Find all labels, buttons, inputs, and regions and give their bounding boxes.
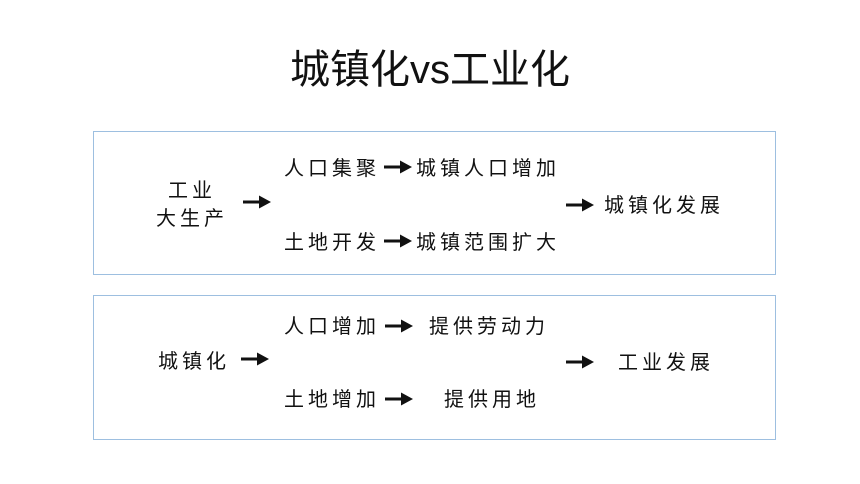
source-line-2: 大生产 — [156, 206, 228, 230]
source-label: 城镇化 — [158, 349, 230, 373]
row1-effect: 提供劳动力 — [429, 314, 549, 338]
row2-cause: 土地开发 — [284, 230, 380, 254]
source-label: 工业 大生产 — [149, 176, 235, 232]
arrow-right-icon — [383, 233, 413, 249]
urbanization-to-industry-box: 城镇化 人口增加 提供劳动力 土地增加 提供用地 工业发展 — [93, 295, 776, 440]
arrow-right-icon — [565, 197, 595, 213]
arrow-right-icon — [383, 159, 413, 175]
row2-effect: 提供用地 — [444, 387, 540, 411]
row1-cause: 人口集聚 — [284, 156, 380, 180]
arrow-right-icon — [565, 354, 595, 370]
arrow-right-icon — [384, 391, 414, 407]
result-label: 城镇化发展 — [604, 193, 724, 217]
arrow-right-icon — [242, 194, 272, 210]
row2-cause: 土地增加 — [284, 387, 380, 411]
industry-to-urbanization-box: 工业 大生产 人口集聚 城镇人口增加 土地开发 城镇范围扩大 城镇化发展 — [93, 131, 776, 275]
row1-effect: 城镇人口增加 — [416, 156, 560, 180]
row1-cause: 人口增加 — [284, 314, 380, 338]
source-line-1: 工业 — [168, 178, 216, 202]
row2-effect: 城镇范围扩大 — [416, 230, 560, 254]
result-label: 工业发展 — [618, 350, 714, 374]
arrow-right-icon — [384, 318, 414, 334]
slide-title: 城镇化vs工业化 — [290, 48, 570, 92]
arrow-right-icon — [240, 351, 270, 367]
